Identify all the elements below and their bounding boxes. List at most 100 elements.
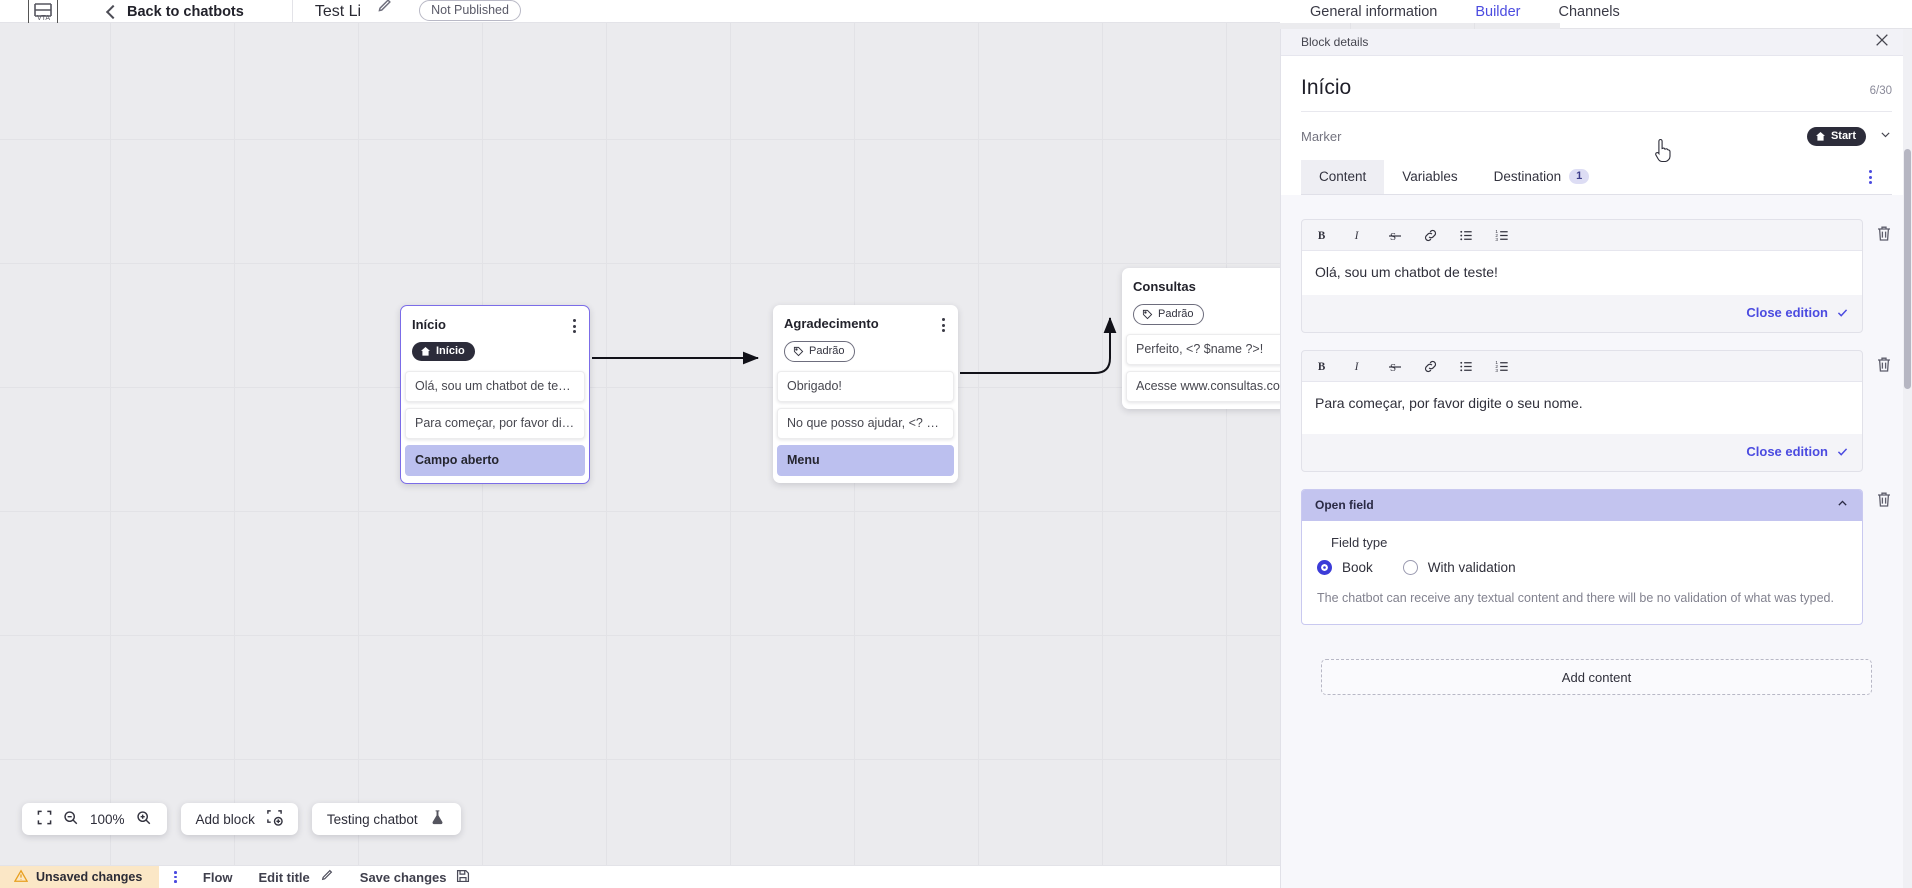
node-item[interactable]: Menu [777,445,954,476]
pencil-icon [319,868,334,886]
zoom-controls[interactable]: 100% [22,803,167,835]
editor-text[interactable]: Para começar, por favor digite o seu nom… [1302,382,1862,434]
open-field-header[interactable]: Open field [1302,490,1862,521]
tab-general-information[interactable]: General information [1310,4,1438,20]
toolbar-divider [291,0,293,22]
chevron-left-icon [105,4,121,20]
node-menu-icon[interactable] [573,317,576,333]
tab-variables[interactable]: Variables [1384,160,1475,194]
field-type-radio-group: Book With validation [1317,560,1847,575]
chevron-up-icon[interactable] [1836,497,1849,513]
node-item[interactable]: Campo aberto [405,444,585,476]
radio-book[interactable] [1317,560,1332,575]
panel-scrollbar-thumb[interactable] [1904,149,1911,389]
svg-text:I: I [1354,230,1360,242]
save-changes-button[interactable]: Save changes [360,869,470,886]
panel-tabs-menu-icon[interactable] [1849,170,1892,184]
bullet-list-icon[interactable] [1459,359,1474,374]
pencil-icon[interactable] [375,0,393,22]
status-menu-icon[interactable] [174,871,177,883]
node-item[interactable]: Acesse www.consultas.com par... [1126,371,1303,402]
link-icon[interactable] [1423,359,1438,374]
edit-title-button[interactable]: Edit title [259,868,334,886]
panel-header-title: Block details [1301,35,1369,49]
svg-text:1: 1 [1495,360,1498,365]
zoom-in-icon[interactable] [136,810,152,829]
add-content-button[interactable]: Add content [1321,659,1872,695]
radio-with-validation[interactable] [1402,560,1418,575]
panel-header: Block details [1281,29,1912,56]
bold-icon[interactable]: B [1315,359,1330,374]
unsaved-changes-indicator: Unsaved changes [0,865,160,888]
bullet-list-icon[interactable] [1459,228,1474,243]
fit-screen-icon[interactable] [37,810,52,828]
italic-icon[interactable]: I [1351,359,1366,374]
tab-content[interactable]: Content [1301,160,1385,194]
editor-text[interactable]: Olá, sou um chatbot de teste! [1302,251,1862,295]
tab-channels[interactable]: Channels [1558,4,1620,20]
node-item[interactable]: Para começar, por favor digite o ... [405,407,585,439]
strikethrough-icon[interactable]: S [1387,359,1402,374]
svg-text:I: I [1354,361,1360,373]
open-field-card: Open field Field type Book [1301,489,1863,625]
editor-footer: Close edition [1302,295,1862,332]
flow-node-agradecimento[interactable]: Agradecimento Padrão Obrigado! No que po… [773,305,958,483]
node-item[interactable]: No que posso ajudar, <? $name ... [777,408,954,439]
check-icon [1837,309,1848,317]
link-icon[interactable] [1423,228,1438,243]
svg-text:3: 3 [1495,237,1498,242]
chevron-down-icon[interactable] [1879,128,1892,146]
node-item[interactable]: Perfeito, <? $name ?>! [1126,334,1303,365]
node-menu-icon[interactable] [942,316,945,332]
canvas-controls: 100% Add block Testing chatbot [22,803,461,835]
open-field-body: Field type Book With validation The [1302,521,1862,624]
flow-node-consultas[interactable]: Consultas Padrão Perfeito, <? $name ?>! … [1122,268,1307,409]
node-header: Agradecimento [773,316,958,332]
node-item[interactable]: Obrigado! [777,371,954,402]
strikethrough-icon[interactable]: S [1387,228,1402,243]
close-edition-button[interactable]: Close edition [1746,444,1849,459]
close-edition-label: Close edition [1746,305,1828,320]
close-icon[interactable] [1874,32,1890,53]
back-to-chatbots-button[interactable]: Back to chatbots [105,4,244,22]
radio-with-validation-label: With validation [1427,560,1516,575]
close-edition-button[interactable]: Close edition [1746,305,1849,320]
trash-icon[interactable] [1876,219,1892,247]
bold-icon[interactable]: B [1315,228,1330,243]
tab-destination[interactable]: Destination 1 [1476,160,1608,194]
flow-button[interactable]: Flow [203,870,233,885]
tag-icon [1142,309,1153,319]
trash-icon[interactable] [1876,350,1892,378]
marker-label: Marker [1301,129,1342,144]
node-chip-label: Padrão [809,345,845,357]
node-items: Olá, sou um chatbot de teste! Para começ… [401,370,589,476]
node-item[interactable]: Olá, sou um chatbot de teste! [405,370,585,402]
radio-option-with-validation[interactable]: With validation [1402,560,1516,575]
add-block-button[interactable]: Add block [180,803,298,835]
radio-option-book[interactable]: Book [1317,560,1373,575]
flask-icon [429,809,446,829]
node-marker-row: Padrão [1122,295,1307,325]
add-block-icon [266,809,283,829]
content-block-open-field: Open field Field type Book [1301,489,1892,625]
svg-text:B: B [1318,361,1326,373]
marker-chip-start[interactable]: Start [1806,127,1866,146]
field-type-label: Field type [1331,535,1388,550]
flow-node-inicio[interactable]: Início Início Olá, sou um chatbot de tes… [400,305,590,484]
panel-scrollbar[interactable] [1903,29,1912,888]
marker-select[interactable]: Start [1806,127,1892,146]
italic-icon[interactable]: I [1351,228,1366,243]
svg-text:2: 2 [1495,364,1498,369]
zoom-level: 100% [90,811,125,827]
testing-chatbot-button[interactable]: Testing chatbot [311,803,461,835]
zoom-out-icon[interactable] [63,810,79,829]
trash-icon[interactable] [1876,489,1892,513]
